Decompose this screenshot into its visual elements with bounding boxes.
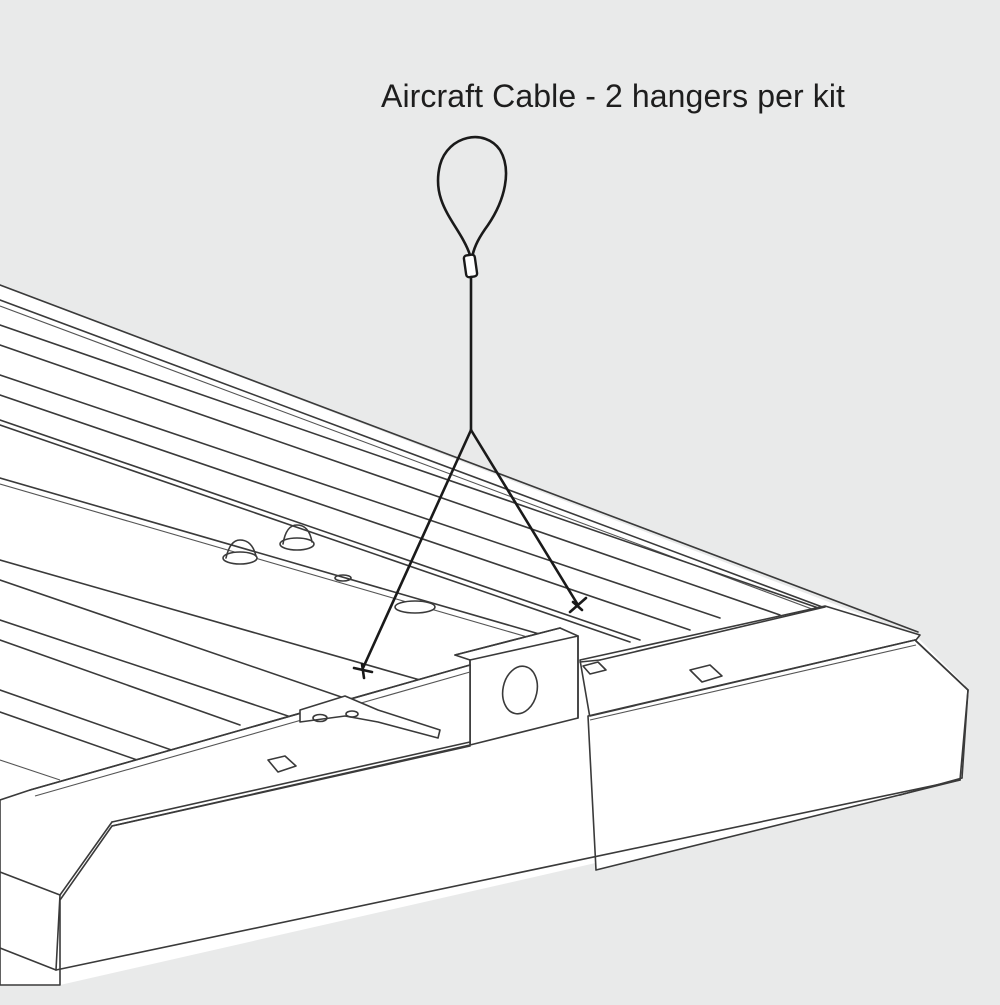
cable-leg-right (469, 428, 580, 607)
cable-loop (436, 135, 508, 260)
callout-label: Aircraft Cable - 2 hangers per kit (381, 78, 846, 114)
hanger-anchor-left (352, 662, 374, 680)
cable-leg-left (361, 428, 473, 670)
cable-gripper (462, 253, 479, 279)
knockout-hole (501, 665, 539, 715)
aircraft-cable (352, 135, 588, 680)
hanger-anchor-right (568, 596, 588, 614)
fixture-body (0, 284, 969, 986)
